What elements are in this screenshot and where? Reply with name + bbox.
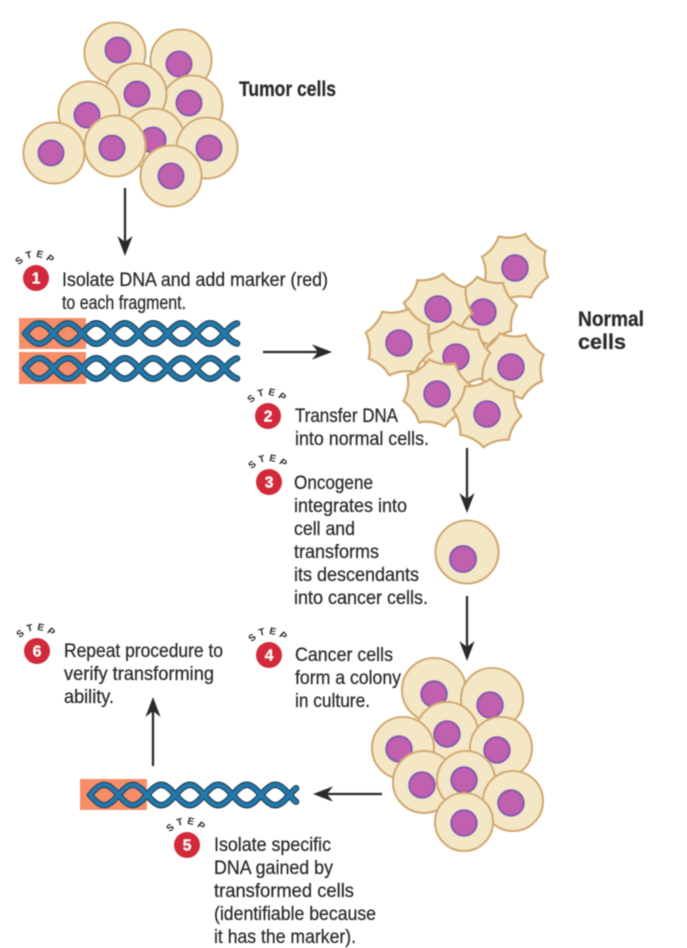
svg-text:in culture.: in culture. bbox=[295, 691, 370, 712]
svg-text:to each fragment.: to each fragment. bbox=[62, 293, 186, 314]
svg-text:2: 2 bbox=[264, 409, 273, 426]
svg-text:STEP: STEP bbox=[15, 622, 60, 641]
svg-text:STEP: STEP bbox=[247, 626, 292, 645]
svg-text:Isolate DNA and add marker (re: Isolate DNA and add marker (red) bbox=[62, 270, 328, 291]
svg-text:1: 1 bbox=[32, 271, 41, 288]
svg-text:Repeat procedure to: Repeat procedure to bbox=[64, 641, 223, 662]
svg-text:form a colony: form a colony bbox=[295, 668, 401, 689]
svg-text:its descendants: its descendants bbox=[294, 565, 419, 586]
svg-text:Transfer DNA: Transfer DNA bbox=[295, 406, 398, 427]
svg-text:4: 4 bbox=[265, 648, 274, 665]
svg-text:transforms: transforms bbox=[294, 542, 379, 563]
svg-text:transformed cells: transformed cells bbox=[214, 881, 354, 902]
svg-text:Cancer cells: Cancer cells bbox=[295, 645, 393, 666]
svg-text:cells: cells bbox=[578, 331, 626, 354]
svg-text:it has the marker).: it has the marker). bbox=[214, 927, 356, 948]
svg-text:Normal: Normal bbox=[578, 308, 644, 331]
svg-text:STEP: STEP bbox=[246, 387, 291, 406]
svg-text:Isolate specific: Isolate specific bbox=[214, 835, 331, 856]
svg-text:DNA gained by: DNA gained by bbox=[214, 858, 333, 879]
svg-text:6: 6 bbox=[33, 644, 42, 661]
svg-text:3: 3 bbox=[265, 475, 274, 492]
svg-text:STEP: STEP bbox=[165, 816, 210, 835]
svg-text:STEP: STEP bbox=[247, 453, 292, 472]
svg-text:integrates into: integrates into bbox=[294, 496, 407, 517]
svg-text:Oncogene: Oncogene bbox=[294, 473, 373, 494]
svg-text:Tumor cells: Tumor cells bbox=[239, 78, 336, 101]
svg-text:STEP: STEP bbox=[14, 249, 59, 268]
svg-text:5: 5 bbox=[183, 838, 192, 855]
svg-text:into normal cells.: into normal cells. bbox=[295, 429, 429, 450]
svg-text:into cancer cells.: into cancer cells. bbox=[294, 588, 428, 609]
svg-text:(identifiable because: (identifiable because bbox=[214, 904, 376, 925]
svg-text:ability.: ability. bbox=[64, 687, 114, 708]
svg-text:cell and: cell and bbox=[294, 519, 355, 540]
svg-text:verify transforming: verify transforming bbox=[64, 664, 214, 685]
